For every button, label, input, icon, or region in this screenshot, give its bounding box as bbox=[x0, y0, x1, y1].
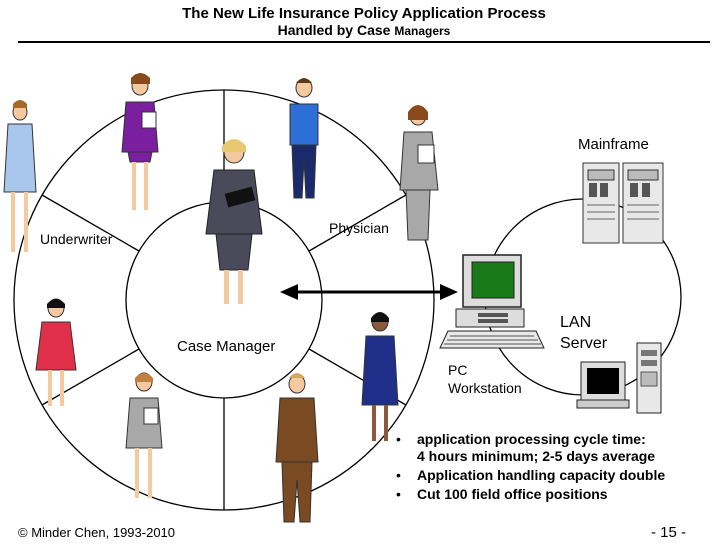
bullet-text: Application handling capacity double bbox=[417, 467, 666, 483]
label-server: Server bbox=[560, 335, 608, 352]
label-mainframe: Mainframe bbox=[578, 136, 649, 153]
person-navy-dress bbox=[361, 312, 399, 441]
bullet-dot: • bbox=[396, 431, 401, 447]
bullet-item: • Application handling capacity double bbox=[392, 467, 665, 484]
page-subtitle: Handled by Case Managers bbox=[0, 22, 728, 38]
person-blue-shirt bbox=[289, 78, 319, 199]
mainframe-icon bbox=[582, 162, 664, 244]
label-pc: PC bbox=[448, 362, 468, 378]
person-underwriter-light-blue bbox=[3, 100, 37, 252]
bullet-text: application processing cycle time: bbox=[417, 431, 646, 447]
bullet-item: • application processing cycle time:4 hou… bbox=[392, 431, 665, 465]
copyright-footer: © Minder Chen, 1993-2010 bbox=[18, 525, 176, 540]
subtitle-bold: Handled by Case bbox=[277, 22, 395, 38]
page-number: - 15 - bbox=[651, 524, 687, 541]
subtitle-small: Managers bbox=[394, 24, 451, 38]
label-physician: Physician bbox=[329, 220, 389, 236]
page-title: The New Life Insurance Policy Applicatio… bbox=[182, 5, 546, 22]
title-rule bbox=[18, 41, 710, 43]
person-gray-woman bbox=[125, 372, 163, 498]
label-case-manager: Case Manager bbox=[177, 338, 276, 355]
label-underwriter: Underwriter bbox=[40, 231, 113, 247]
bullet-text-cont: 4 hours minimum; 2-5 days average bbox=[417, 448, 656, 464]
person-purple-suit bbox=[121, 73, 159, 210]
pc-workstation-icon bbox=[439, 254, 545, 349]
label-lan: LAN bbox=[560, 314, 592, 331]
person-red-dress bbox=[35, 298, 77, 406]
bullet-dot: • bbox=[396, 486, 401, 502]
person-brown-suit bbox=[275, 373, 319, 523]
person-case-manager bbox=[205, 139, 263, 304]
lan-server-icon bbox=[576, 342, 662, 414]
bullet-item: • Cut 100 field office positions bbox=[392, 486, 665, 503]
bullet-text: Cut 100 field office positions bbox=[417, 486, 608, 502]
person-physician-gray bbox=[399, 105, 439, 241]
label-workstation: Workstation bbox=[448, 380, 522, 396]
double-arrow bbox=[280, 284, 458, 300]
bullet-dot: • bbox=[396, 467, 401, 483]
results-bullet-list: • application processing cycle time:4 hou… bbox=[392, 431, 665, 505]
